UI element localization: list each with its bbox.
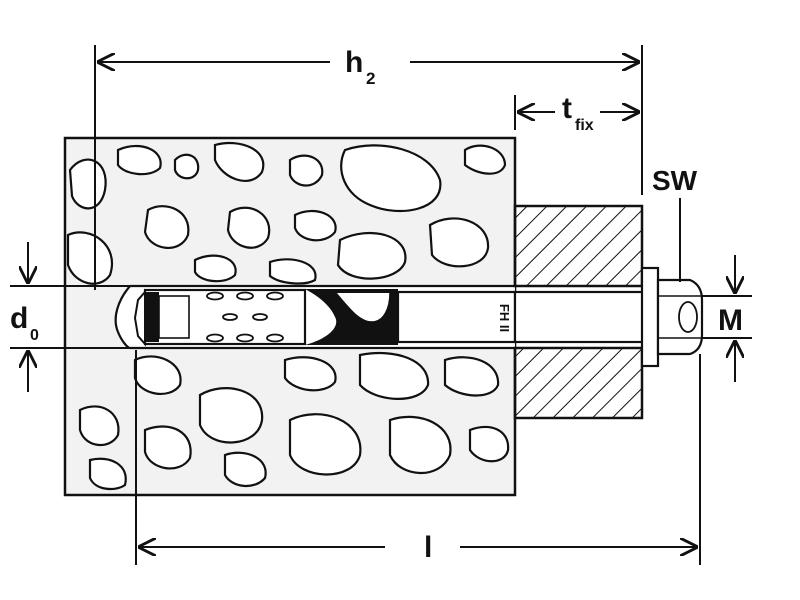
fixture-upper: [513, 204, 644, 288]
rod-end: [678, 301, 698, 333]
drill-hole-tip: [114, 285, 131, 350]
dimension-l: [135, 350, 701, 565]
label-m: M: [718, 304, 743, 337]
label-h2: h: [345, 46, 363, 79]
sleeve-tip: [145, 292, 159, 342]
shaft-marking: FH II: [497, 304, 512, 332]
dimension-m: [702, 255, 752, 382]
label-sw: SW: [652, 165, 698, 196]
dimension-tfix: [514, 95, 640, 130]
sleeve-slots: [206, 291, 284, 343]
label-d0-sub: 0: [30, 327, 39, 344]
sleeve-notch: [335, 292, 391, 323]
sleeve-inner: [158, 295, 190, 339]
label-tfix-sub: fix: [575, 117, 594, 134]
label-l: l: [424, 531, 432, 564]
dimension-d0: [10, 242, 130, 392]
anchor-bolt: FH II: [133, 266, 704, 368]
label-d0: d: [10, 302, 28, 335]
dimension-h2: [94, 45, 643, 290]
label-tfix: t: [562, 92, 572, 125]
label-h2-sub: 2: [366, 69, 375, 88]
washer: [640, 266, 660, 368]
aggregate-stones: [66, 141, 510, 491]
bolt-shaft: [396, 290, 517, 344]
fixture-lower: [513, 346, 644, 420]
